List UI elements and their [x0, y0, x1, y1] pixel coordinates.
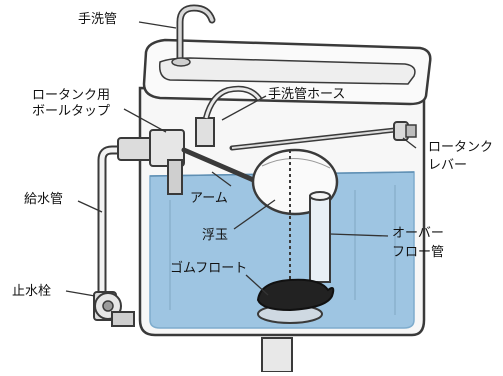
- label-lever-line2: レバー: [428, 158, 468, 173]
- tank-lever: [393, 121, 417, 141]
- rubber-float-flapper: [256, 278, 335, 324]
- leader-lines: [65, 21, 417, 297]
- label-ball-tap-line2: ボールタップ: [32, 104, 111, 119]
- label-rubber-float: ゴムフロート: [170, 261, 248, 276]
- label-float-ball: 浮玉: [202, 228, 229, 243]
- label-arm: アーム: [190, 191, 228, 206]
- label-stop-valve: 止水栓: [12, 284, 52, 299]
- label-supply-pipe: 給水管: [24, 192, 64, 207]
- label-lever-line1: ロータンク: [428, 140, 494, 155]
- label-overflow-line2: フロー管: [392, 245, 445, 260]
- label-handwash-hose: 手洗管ホース: [268, 87, 346, 102]
- drain-pipe: [261, 337, 293, 373]
- label-overflow-line1: オーバー: [392, 226, 444, 241]
- supply-pipe: [99, 147, 120, 300]
- float-arm: [181, 147, 261, 185]
- ball-tap-valve: [117, 117, 215, 195]
- stop-valve: [93, 291, 135, 327]
- label-ball-tap-line1: ロータンク用: [32, 88, 111, 103]
- overflow-pipe: [309, 191, 331, 283]
- label-handwash-pipe: 手洗管: [78, 12, 118, 27]
- tank-water: [149, 171, 415, 329]
